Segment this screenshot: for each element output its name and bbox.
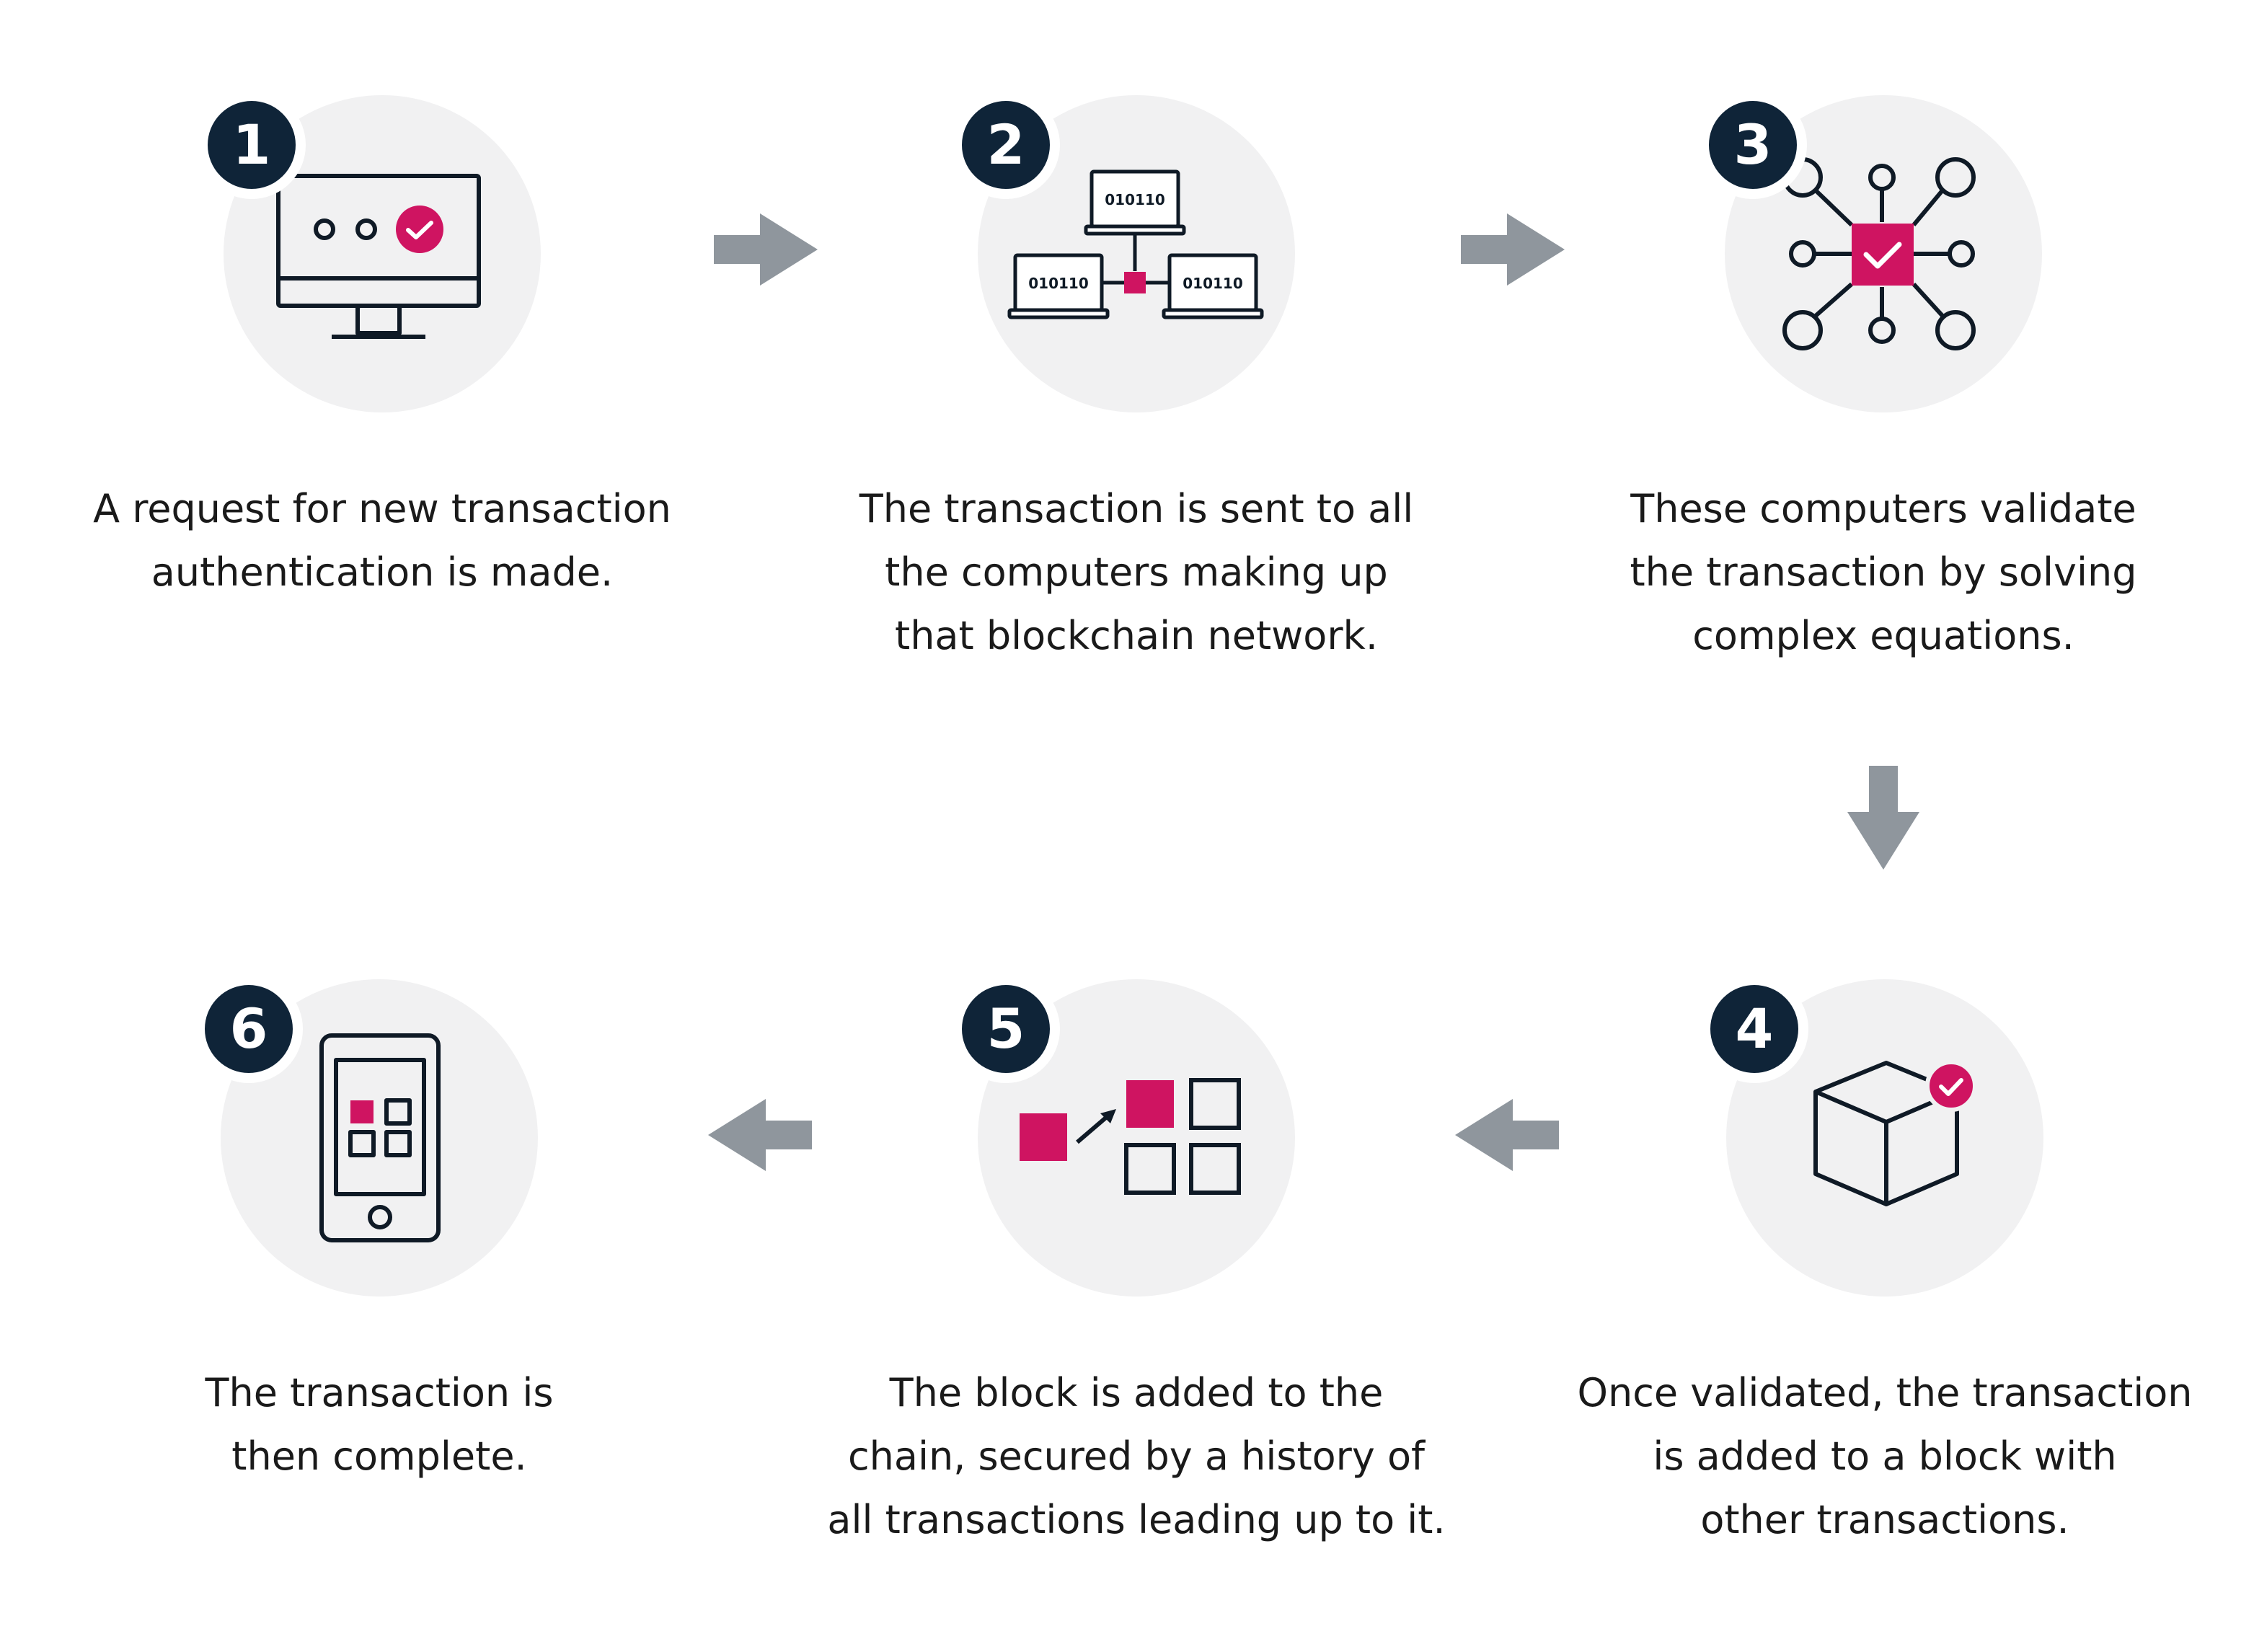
step-3-caption: These computers validate the transaction… — [1630, 486, 2137, 658]
step-2-visual: 010110 010110 010110 2 — [952, 91, 1295, 412]
step-1-visual: 1 — [198, 91, 541, 412]
network-laptops-icon: 010110 010110 010110 — [1007, 169, 1264, 319]
step-2-badge: 2 — [952, 91, 1060, 199]
step-2-caption: The transaction is sent to all the compu… — [859, 486, 1414, 658]
arrow-right-icon — [714, 213, 818, 286]
step-1-badge: 1 — [198, 91, 306, 199]
block-cube-check-icon — [1813, 1060, 1977, 1206]
arrow-left-icon — [1455, 1099, 1559, 1171]
step-3-badge: 3 — [1699, 91, 1807, 199]
step-4-badge: 4 — [1700, 975, 1808, 1083]
validation-nodes-icon — [1782, 157, 1976, 350]
arrow-right-icon — [1461, 213, 1565, 286]
phone-app-icon — [319, 1033, 441, 1242]
monitor-check-icon — [276, 174, 481, 339]
step-1-caption: A request for new transaction authentica… — [93, 486, 671, 595]
arrow-down-icon — [1847, 766, 1919, 870]
step-6-caption: The transaction is then complete. — [205, 1370, 554, 1479]
step-4-visual: 4 — [1700, 975, 2043, 1297]
right-laptop-code: 010110 — [1183, 275, 1243, 292]
left-laptop-code: 010110 — [1028, 275, 1089, 292]
step-5-caption: The block is added to the chain, secured… — [827, 1370, 1446, 1542]
step-5-badge: 5 — [952, 975, 1060, 1083]
step-3-visual: 3 — [1699, 91, 2042, 412]
top-laptop-code: 010110 — [1105, 191, 1165, 208]
arrow-left-icon — [708, 1099, 812, 1171]
step-5-visual: 5 — [952, 975, 1295, 1297]
block-chain-grid-icon — [1020, 1078, 1241, 1195]
step-6-badge: 6 — [195, 975, 303, 1083]
step-6-visual: 6 — [195, 975, 538, 1297]
step-4-caption: Once validated, the transaction is added… — [1577, 1370, 2193, 1542]
